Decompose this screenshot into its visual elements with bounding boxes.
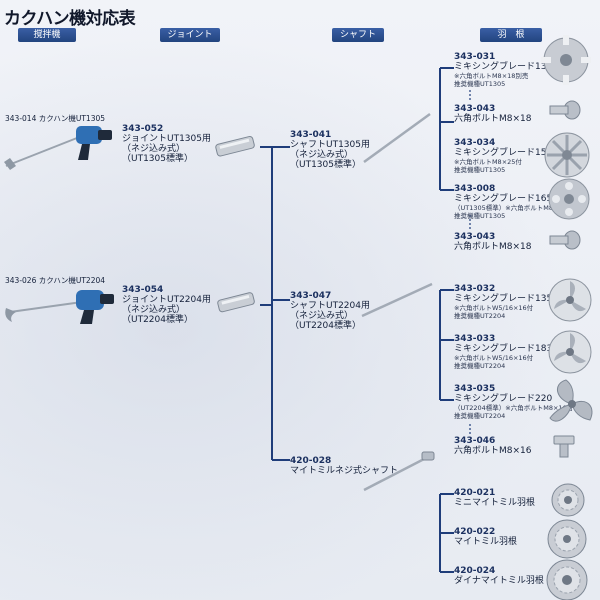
page-title: カクハン機対応表: [4, 9, 136, 29]
shaft-ut1305: 343-041 シャフトUT1305用 （ネジ込み式） （UT1305標準）: [290, 130, 370, 170]
blade-name: ダイナマイトミル羽根: [454, 576, 544, 586]
joint-note: （UT2204標準）: [122, 315, 193, 325]
blade-code: 420-022: [454, 527, 496, 537]
mixer-ut1305-image: [4, 126, 112, 170]
blade-note: （UT2204標準）※六角ボルトM8×16付: [454, 404, 574, 412]
blade-165-image: [548, 178, 590, 220]
blade-code: 343-031: [454, 52, 496, 62]
blade-343-008: 343-008 ミキシングブレード165 （UT1305標準）※六角ボルトM8×…: [454, 184, 580, 220]
shaft-code: 343-041: [290, 130, 332, 140]
blade-name: ミキシングブレード130: [454, 62, 553, 72]
shaft-ut2204-image: [361, 282, 433, 318]
bolt-code: 343-043: [454, 232, 496, 242]
mini-mitomill-blade-image: [551, 483, 585, 517]
blade-note: （UT1305標準）※六角ボルトM8×18別売: [454, 204, 580, 212]
mixer-ut2204-label: 343-026 カクハン機UT2204: [5, 276, 106, 285]
shaft-name: シャフトUT2204用: [290, 301, 370, 311]
blade-343-032: 343-032 ミキシングブレード135 ※六角ボルトW5/16×16付 推奨機…: [454, 284, 552, 320]
blade-343-035: 343-035 ミキシングブレード220 （UT2204標準）※六角ボルトM8×…: [454, 384, 573, 420]
header-shaft: シャフト: [332, 28, 384, 42]
bolt-name: 六角ボルトM8×16: [454, 446, 532, 456]
blade-420-022: 420-022 マイトミル羽根: [454, 527, 517, 547]
bolt-m8x16-image: [553, 435, 575, 458]
bolt-m8x18-image: [549, 100, 581, 120]
shaft-ut2204: 343-047 シャフトUT2204用 （ネジ込み式） （UT2204標準）: [290, 291, 370, 331]
blade-name: マイトミル羽根: [454, 537, 518, 547]
blade-183-image: [548, 330, 592, 374]
blade-note: ※六角ボルトM8×25付: [454, 158, 522, 166]
joint-ut2204: 343-054 ジョイントUT2204用 （ネジ込み式） （UT2204標準）: [122, 285, 211, 325]
shaft-note: （ネジ込み式）: [290, 150, 354, 160]
blade-name: ミキシングブレード150: [454, 148, 553, 158]
dynamitomill-blade-image: [546, 559, 588, 600]
bolt-m8x18-image: [549, 230, 581, 250]
shaft-code: 420-028: [290, 456, 332, 466]
shaft-mitomill: 420-028 マイトミルネジ式シャフト: [290, 456, 398, 476]
bolt-343-043-b: 343-043 六角ボルトM8×18: [454, 232, 532, 252]
blade-name: ミキシングブレード165: [454, 194, 553, 204]
header-mixer: 撹拌機: [18, 28, 76, 42]
joint-name: ジョイントUT2204用: [122, 295, 211, 305]
joint-ut1305-image: [215, 135, 255, 157]
joint-note: （UT1305標準）: [122, 154, 193, 164]
joint-name: ジョイントUT1305用: [122, 134, 211, 144]
blade-code: 343-034: [454, 138, 496, 148]
blade-130-image: [541, 35, 591, 85]
shaft-name: シャフトUT1305用: [290, 140, 370, 150]
shaft-note: （UT1305標準）: [290, 160, 361, 170]
blade-343-031: 343-031 ミキシングブレード130 ※六角ボルトM8×18別売 推奨機種U…: [454, 52, 552, 88]
mixer-ut2204-image: [5, 290, 114, 324]
blade-343-033: 343-033 ミキシングブレード183 ※六角ボルトW5/16×16付 推奨機…: [454, 334, 552, 370]
joint-ut1305: 343-052 ジョイントUT1305用 （ネジ込み式） （UT1305標準）: [122, 124, 211, 164]
bolt-code: 343-043: [454, 104, 496, 114]
bolt-name: 六角ボルトM8×18: [454, 114, 532, 124]
blade-note: 推奨機種UT1305: [454, 166, 506, 174]
shaft-name: マイトミルネジ式シャフト: [290, 466, 399, 476]
joint-code: 343-052: [122, 124, 164, 134]
blade-note: 推奨機種UT1305: [454, 80, 506, 88]
header-joint: ジョイント: [160, 28, 220, 42]
blade-note: ※六角ボルトW5/16×16付: [454, 354, 534, 362]
blade-150-image: [544, 132, 590, 178]
shaft-note: （UT2204標準）: [290, 321, 361, 331]
blade-name: ミニマイトミル羽根: [454, 498, 536, 508]
blade-code: 343-008: [454, 184, 496, 194]
blade-code: 420-021: [454, 488, 496, 498]
blade-note: ※六角ボルトW5/16×16付: [454, 304, 534, 312]
blade-420-024: 420-024 ダイナマイトミル羽根: [454, 566, 544, 586]
blade-code: 343-033: [454, 334, 496, 344]
bolt-343-046: 343-046 六角ボルトM8×16: [454, 436, 532, 456]
joint-note: （ネジ込み式）: [122, 144, 186, 154]
blade-note: ※六角ボルトM8×18別売: [454, 72, 529, 80]
blade-note: 推奨機種UT2204: [454, 412, 506, 420]
blade-420-021: 420-021 ミニマイトミル羽根: [454, 488, 535, 508]
blade-note: 推奨機種UT2204: [454, 312, 506, 320]
joint-ut2204-image: [217, 292, 255, 313]
blade-135-image: [548, 278, 592, 322]
shaft-ut1305-image: [363, 112, 431, 164]
blade-code: 343-035: [454, 384, 496, 394]
mitomill-blade-image: [547, 519, 587, 559]
shaft-mitomill-image: [363, 451, 435, 492]
shaft-note: （ネジ込み式）: [290, 311, 354, 321]
blade-note: 推奨機種UT2204: [454, 362, 506, 370]
joint-code: 343-054: [122, 285, 164, 295]
blade-220-image: [549, 379, 593, 422]
bolt-343-043-a: 343-043 六角ボルトM8×18: [454, 104, 532, 124]
shaft-code: 343-047: [290, 291, 332, 301]
blade-name: ミキシングブレード135: [454, 294, 553, 304]
blade-name: ミキシングブレード220: [454, 394, 553, 404]
bolt-code: 343-046: [454, 436, 496, 446]
bolt-name: 六角ボルトM8×18: [454, 242, 532, 252]
blade-note: 推奨機種UT1305: [454, 212, 506, 220]
mixer-ut1305-label: 343-014 カクハン機UT1305: [5, 114, 106, 123]
blade-343-034: 343-034 ミキシングブレード150 ※六角ボルトM8×25付 推奨機種UT…: [454, 138, 552, 174]
blade-code: 343-032: [454, 284, 496, 294]
blade-name: ミキシングブレード183: [454, 344, 553, 354]
blade-code: 420-024: [454, 566, 496, 576]
joint-note: （ネジ込み式）: [122, 305, 186, 315]
header-blade: 羽 根: [480, 28, 542, 42]
